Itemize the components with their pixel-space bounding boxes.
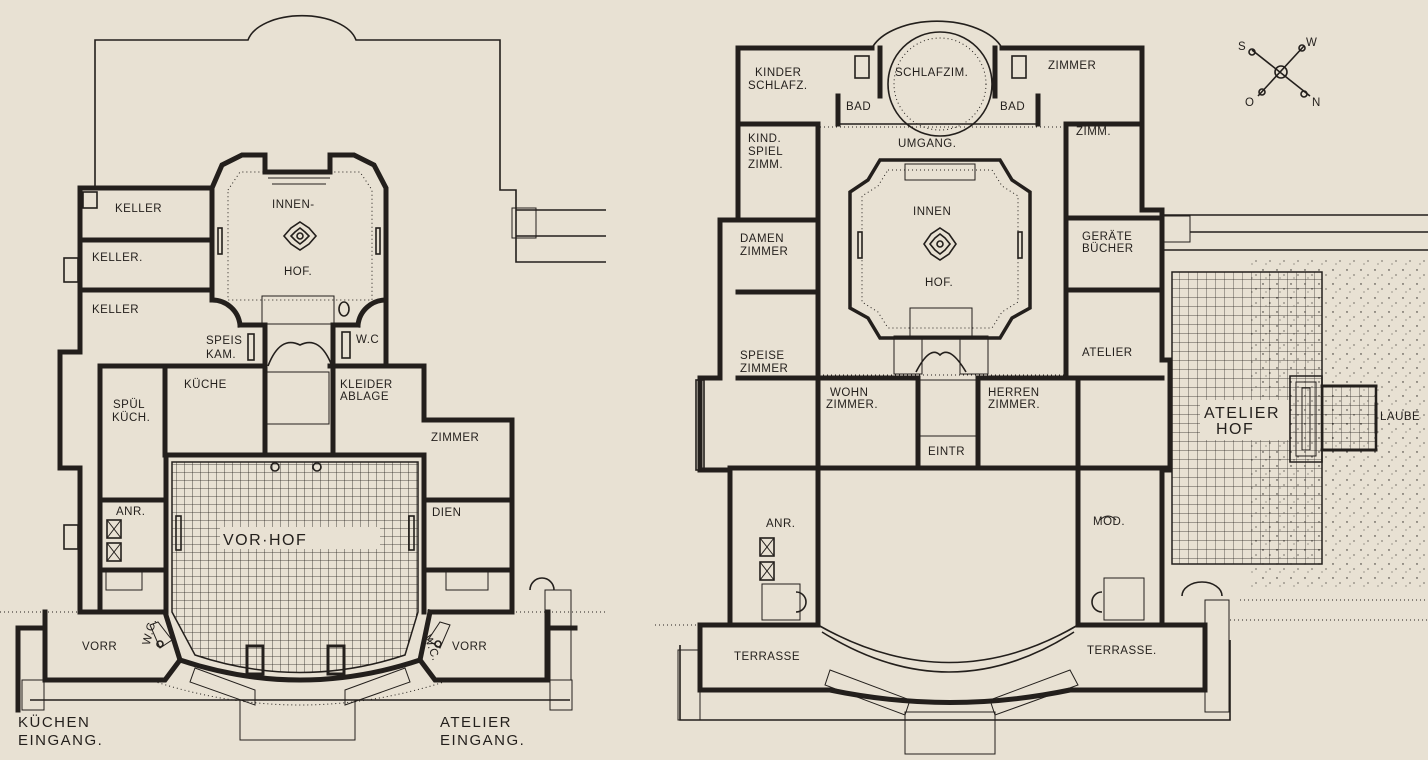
room-label-vorhof: VOR·HOF bbox=[223, 532, 307, 549]
room-label-speisezimmer: SPEISE bbox=[740, 350, 785, 362]
room-label-damenzimmer: DAMEN bbox=[740, 233, 784, 245]
ground-floor-labels: KELLER KELLER. KELLER INNEN- HOF. SPEIS … bbox=[18, 199, 525, 749]
room-label-kinderschlafzimmer: KINDER bbox=[755, 67, 801, 79]
room-label-innenhof: HOF. bbox=[925, 277, 953, 289]
compass-o-label: O bbox=[1245, 97, 1254, 109]
room-label-herrenzimmer: HERREN bbox=[988, 387, 1040, 399]
room-label-speiskammer: KAM. bbox=[206, 349, 236, 361]
room-label-wc: W.C bbox=[356, 334, 379, 346]
room-label-spuelkueche: KÜCH. bbox=[112, 412, 150, 424]
room-label-spuelkueche: SPÜL bbox=[113, 399, 145, 411]
room-label-keller: KELLER bbox=[115, 203, 162, 215]
room-label-wc: W.C. bbox=[141, 617, 160, 646]
compass-w-label: W bbox=[1306, 37, 1317, 49]
room-label-vorraum: VORR bbox=[452, 641, 487, 653]
room-label-kleiderablage: KLEIDER bbox=[340, 379, 393, 391]
room-label-keller: KELLER. bbox=[92, 252, 143, 264]
compass-s-label: S bbox=[1238, 41, 1246, 53]
room-label-bad: BAD bbox=[1000, 101, 1025, 113]
room-label-wohnzimmer: ZIMMER. bbox=[826, 399, 878, 411]
room-label-eintritt: EINTR bbox=[928, 446, 965, 458]
room-label-innenhof: INNEN bbox=[913, 206, 951, 218]
compass-n-label: N bbox=[1312, 97, 1321, 109]
room-label-vorraum: VORR bbox=[82, 641, 117, 653]
room-label-herrenzimmer: ZIMMER. bbox=[988, 399, 1040, 411]
upper-floor-plan bbox=[655, 20, 1428, 755]
room-label-keller: KELLER bbox=[92, 304, 139, 316]
room-label-dienerzimmer: DIEN bbox=[432, 507, 461, 519]
room-label-innenhof: HOF. bbox=[284, 266, 312, 278]
room-label-kueche: KÜCHE bbox=[184, 379, 227, 391]
room-label-anrichte: ANR. bbox=[116, 506, 145, 518]
room-label-kinderspielzimmer: SPIEL bbox=[748, 146, 783, 158]
entrance-label-atelier: ATELIER bbox=[440, 714, 512, 731]
room-label-zimmer: ZIMM. bbox=[1076, 126, 1111, 138]
room-label-speisezimmer: ZIMMER bbox=[740, 363, 788, 375]
room-label-modellraum: MOD. bbox=[1093, 516, 1125, 528]
room-label-zimmer: ZIMMER bbox=[1048, 60, 1096, 72]
entrance-label-kuechen: KÜCHEN bbox=[18, 713, 90, 731]
room-label-geraete-buecher: BÜCHER bbox=[1082, 243, 1134, 255]
room-label-schlafzimmer: SCHLAFZIM. bbox=[895, 67, 968, 79]
room-label-atelierhof: HOF bbox=[1216, 421, 1254, 438]
room-label-terrasse: TERRASSE. bbox=[1087, 645, 1157, 657]
room-label-terrasse: TERRASSE bbox=[734, 651, 800, 663]
room-label-wohnzimmer: WOHN bbox=[830, 387, 868, 399]
room-label-anrichte: ANR. bbox=[766, 518, 795, 530]
entrance-label-atelier: EINGANG. bbox=[440, 732, 525, 749]
room-label-damenzimmer: ZIMMER bbox=[740, 246, 788, 258]
ground-floor-plan bbox=[0, 14, 606, 741]
room-label-kinderspielzimmer: ZIMM. bbox=[748, 159, 783, 171]
room-label-laube: LAUBE bbox=[1380, 411, 1420, 423]
room-label-speiskammer: SPEIS bbox=[206, 335, 242, 347]
upper-floor-labels: KINDER SCHLAFZ. SCHLAFZIM. BAD BAD ZIMME… bbox=[734, 60, 1420, 663]
room-label-kinderspielzimmer: KIND. bbox=[748, 133, 781, 145]
room-label-atelierhof: ATELIER bbox=[1204, 405, 1280, 422]
entrance-label-kuechen: EINGANG. bbox=[18, 732, 103, 749]
compass-rose: S W O N bbox=[1238, 37, 1321, 109]
room-label-kleiderablage: ABLAGE bbox=[340, 391, 389, 403]
room-label-innenhof: INNEN- bbox=[272, 199, 315, 211]
room-label-bad: BAD bbox=[846, 101, 871, 113]
room-label-umgang: UMGANG. bbox=[898, 138, 956, 150]
room-label-zimmer: ZIMMER bbox=[431, 432, 479, 444]
room-label-kinderschlafzimmer: SCHLAFZ. bbox=[748, 80, 808, 92]
room-label-geraete-buecher: GERÄTE bbox=[1082, 231, 1132, 243]
room-label-atelier: ATELIER bbox=[1082, 347, 1133, 359]
